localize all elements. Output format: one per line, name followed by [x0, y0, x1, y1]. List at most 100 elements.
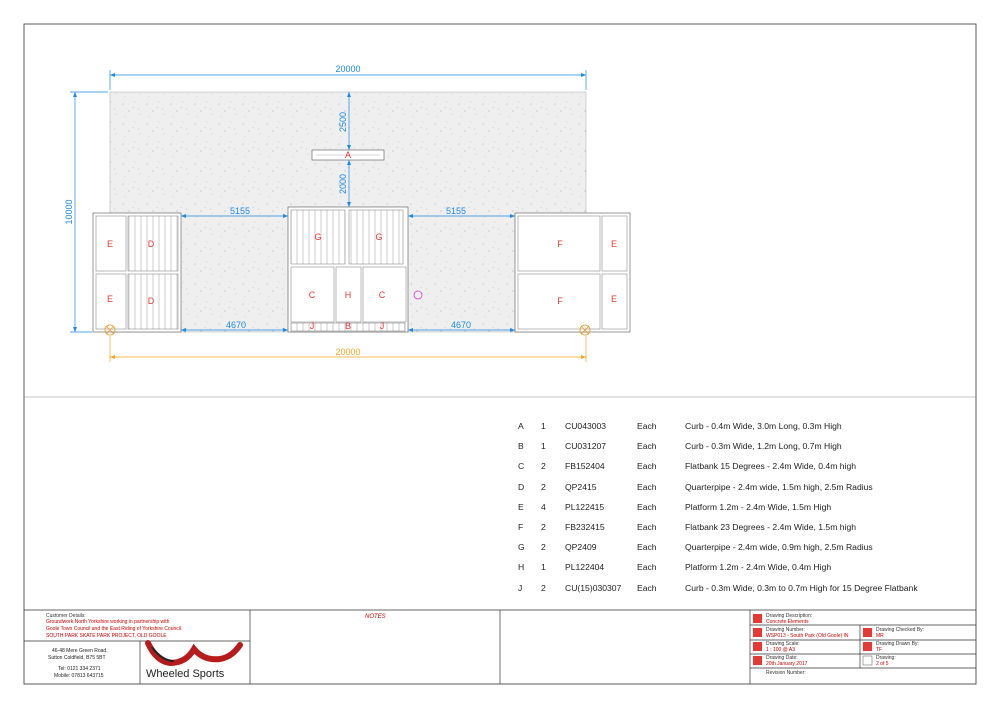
schedule-unit: Each	[637, 562, 657, 573]
bollard-left	[104, 324, 116, 336]
schedule-unit: Each	[637, 582, 657, 593]
notes-label: NOTES	[365, 614, 386, 620]
schedule-qty: 2	[541, 582, 546, 593]
telephone: Tel: 0121 334 2371	[58, 666, 101, 672]
schedule-qty: 2	[541, 461, 546, 472]
title-block-frame	[24, 609, 976, 684]
drawn-by: TF	[876, 647, 883, 653]
schedule-unit: Each	[637, 542, 657, 553]
schedule-qty: 4	[541, 501, 546, 512]
schedule-ref: A	[518, 421, 524, 431]
customer-line-3: SOUTH PARK SKATE PARK PROJECT, OLD GOOLE	[46, 633, 167, 639]
address-line-1: 46-48 Mere Green Road,	[52, 648, 108, 654]
element-d-ramp	[127, 273, 179, 330]
mobile: Mobile: 07813 643715	[54, 673, 104, 679]
schedule-code: CU043003	[565, 421, 607, 431]
dim-overall-depth: 10000	[64, 199, 74, 224]
schedule-desc: Curb - 0.4m Wide, 3.0m Long, 0.3m High	[685, 421, 842, 431]
schedule-code: QP2409	[565, 542, 597, 553]
dim-overall-width: 20000	[335, 64, 360, 74]
element-j-curbs	[290, 322, 406, 332]
element-e-box	[95, 273, 127, 330]
schedule-ref: F	[518, 522, 524, 532]
schedule-qty: 2	[541, 542, 546, 553]
schedule-code: FB232415	[565, 522, 605, 532]
element-e-box	[601, 215, 628, 272]
dim-mid-gap: 2000	[338, 174, 348, 194]
schedule-code: PL122404	[565, 562, 605, 573]
element-d-ramp	[127, 215, 179, 272]
schedule-qty: 1	[541, 441, 546, 452]
label-e: E	[107, 294, 113, 304]
schedule-code: QP2415	[565, 481, 597, 492]
schedule-qty: 1	[541, 421, 546, 431]
schedule-unit: Each	[637, 421, 657, 431]
label-f: F	[557, 296, 563, 306]
element-h-platform	[335, 266, 362, 323]
element-e-box	[601, 273, 628, 330]
sheet-label: Drawing:	[876, 655, 896, 661]
drawing-scale: 1 : 100 @ A3	[766, 647, 795, 653]
schedule-ref: E	[518, 501, 524, 512]
element-c-bank	[362, 266, 407, 323]
schedule-ref: G	[518, 542, 525, 553]
dimension-lines	[70, 70, 587, 333]
drawing-number: WSP013 - South Park (Old Goole) IN	[766, 633, 849, 639]
label-g: G	[375, 232, 382, 242]
schedule-ref: H	[518, 562, 525, 573]
schedule-row: E 4 PL122415 Each Platform 1.2m - 2.4m Wide,…	[510, 502, 980, 516]
brand-name: Wheeled Sports	[146, 668, 225, 680]
element-f-bank	[517, 215, 601, 272]
drawing-description-label: Drawing Description:	[766, 613, 813, 619]
label-e: E	[611, 294, 617, 304]
dim-bottom: 20000	[335, 347, 360, 357]
schedule-ref: C	[518, 461, 525, 472]
element-e-box	[95, 215, 127, 272]
schedule-desc: Quarterpipe - 2.4m wide, 1.5m high, 2.5m…	[685, 481, 873, 492]
label-a: A	[345, 150, 351, 160]
sheet-number: 2 of 5	[876, 661, 889, 667]
address-line-2: Sutton Coldfield, B75 5BT	[48, 655, 106, 661]
schedule-unit: Each	[637, 501, 657, 512]
checked-by-label: Drawing Checked By:	[876, 627, 925, 633]
element-g-ramp	[290, 209, 346, 265]
schedule-ref: J	[518, 582, 523, 593]
bottom-dimension	[109, 336, 587, 362]
customer-line-2: Goole Town Council and the East Riding o…	[46, 626, 183, 632]
dim-lower-left: 4670	[226, 320, 246, 330]
dim-upper-left: 5155	[230, 206, 250, 216]
schedule-code: CU(15)030307	[565, 582, 622, 593]
customer-label: Customer Details:	[46, 613, 86, 619]
revision-label: Revision Number:	[766, 670, 806, 676]
label-d: D	[148, 239, 155, 249]
schedule-desc: Platform 1.2m - 2.4m Wide, 0.4m High	[685, 562, 832, 573]
label-g: G	[314, 232, 321, 242]
label-c: C	[309, 290, 316, 300]
schedule-row: A 1 CU043003 Each Curb - 0.4m Wide, 3.0m Lon…	[510, 421, 980, 435]
drawn-by-label: Drawing Drawn By:	[876, 641, 919, 647]
title-block-icons	[753, 614, 872, 665]
schedule-code: PL122415	[565, 501, 605, 512]
checked-by: MR	[876, 633, 884, 639]
schedule-ref: D	[518, 481, 525, 492]
label-b: B	[345, 321, 351, 331]
schedule-unit: Each	[637, 461, 657, 472]
label-e: E	[107, 239, 113, 249]
drawing-number-label: Drawing Number:	[766, 627, 805, 633]
bollard-right	[579, 324, 591, 336]
label-c: C	[379, 290, 386, 300]
scale-label: Drawing Scale:	[766, 641, 800, 647]
schedule-desc: Curb - 0.3m Wide, 1.2m Long, 0.7m High	[685, 441, 842, 452]
dim-lower-right: 4670	[451, 320, 471, 330]
drawing-description: Concrete Elements	[766, 619, 809, 625]
schedule-code: FB152404	[565, 461, 605, 472]
schedule-desc: Platform 1.2m - 2.4m Wide, 1.5m High	[685, 501, 832, 512]
customer-line-1: Groundwork North Yorkshire working in pa…	[46, 619, 170, 625]
schedule-unit: Each	[637, 441, 657, 452]
